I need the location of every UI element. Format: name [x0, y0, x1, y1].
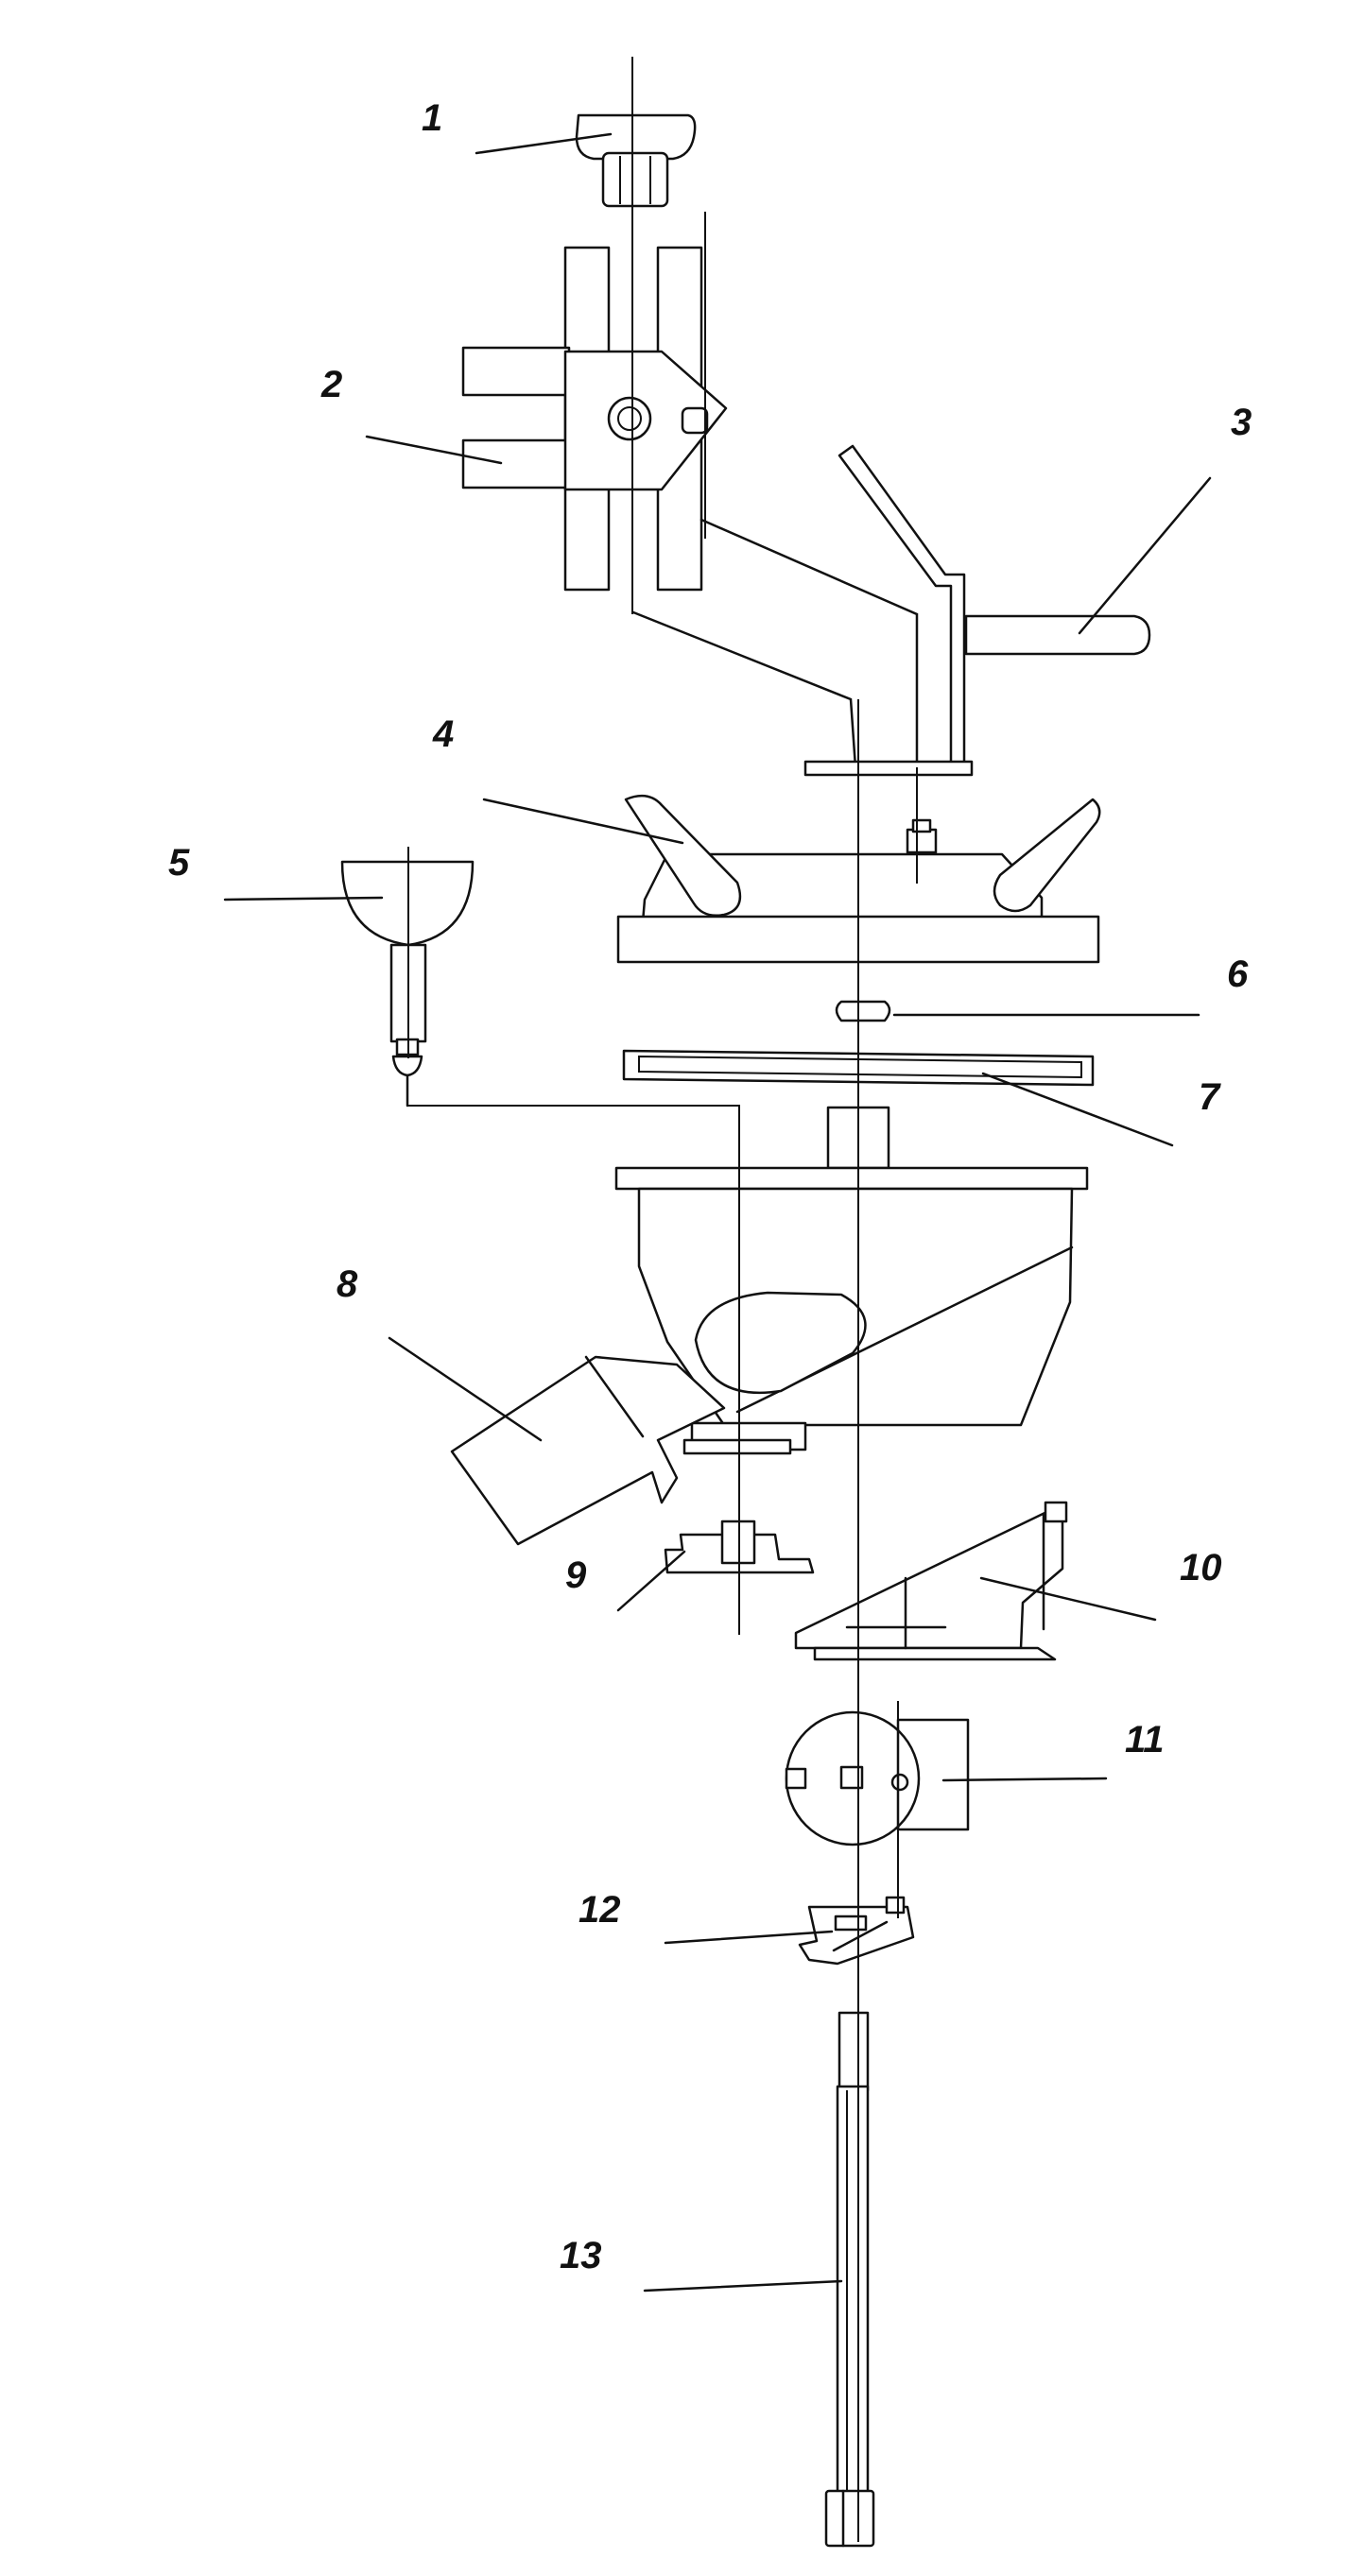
part-12-clamp — [798, 1896, 915, 1966]
label-2: 2 — [320, 364, 342, 405]
part-2-clamp-bracket — [461, 246, 919, 769]
label-5: 5 — [168, 842, 190, 884]
part-1-knob — [575, 113, 697, 208]
label-8: 8 — [337, 1263, 358, 1305]
label-3: 3 — [1231, 402, 1252, 443]
part-13-bolt — [824, 2011, 875, 2548]
leader-lines — [223, 132, 1212, 2293]
part-6-pin — [835, 1000, 891, 1022]
part-11-cam — [785, 1710, 970, 1846]
label-4: 4 — [432, 713, 454, 755]
label-1: 1 — [422, 97, 442, 139]
label-10: 10 — [1180, 1547, 1222, 1589]
part-3-handle — [803, 444, 1151, 777]
part-labels: 1 2 3 4 5 6 7 8 9 10 11 12 13 — [168, 97, 1252, 2276]
label-9: 9 — [565, 1554, 587, 1596]
part-10-tray-bracket — [794, 1501, 1068, 1661]
label-7: 7 — [1199, 1076, 1221, 1118]
label-11: 11 — [1125, 1719, 1165, 1760]
label-13: 13 — [560, 2235, 602, 2276]
label-6: 6 — [1227, 953, 1249, 995]
part-8-housing — [450, 1106, 1089, 1546]
label-12: 12 — [579, 1889, 621, 1931]
assembly-axis-lines — [407, 57, 918, 2542]
